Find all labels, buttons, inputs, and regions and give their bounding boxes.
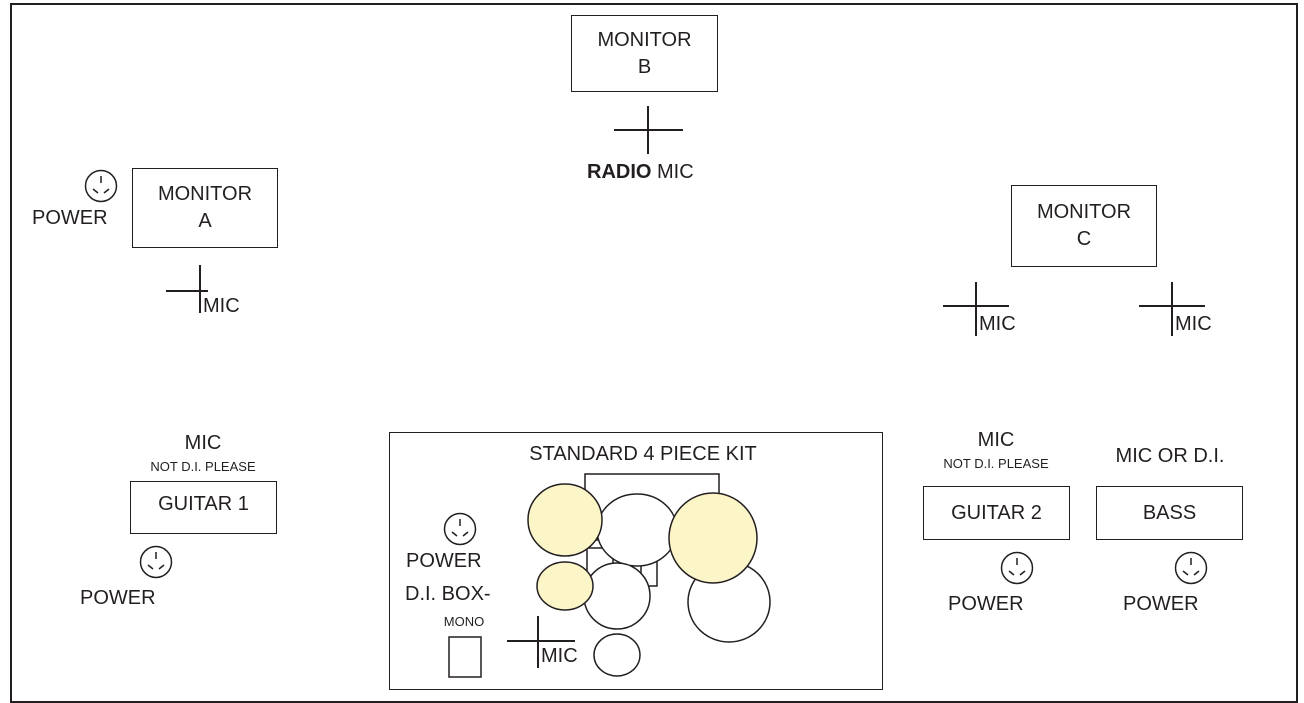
bass-note: MIC OR D.I. bbox=[1115, 445, 1225, 467]
monitor-b: MONITOR B bbox=[571, 15, 718, 92]
bass-label: BASS bbox=[1142, 501, 1197, 524]
mic-label: MIC bbox=[1175, 313, 1212, 335]
monitor-b-line1: MONITOR bbox=[597, 28, 692, 51]
power-socket-icon bbox=[1174, 551, 1208, 585]
monitor-a: MONITOR A bbox=[132, 168, 278, 248]
power-label: POWER bbox=[406, 550, 482, 572]
guitar1-label: GUITAR 1 bbox=[158, 493, 249, 515]
radio-mic-label: RADIO MIC bbox=[587, 161, 694, 184]
power-socket-icon bbox=[443, 512, 477, 546]
mic-label: MIC bbox=[203, 295, 240, 317]
monitor-b-line2: B bbox=[637, 55, 652, 78]
mic-label: MIC bbox=[979, 313, 1016, 335]
guitar1-amp: GUITAR 1 bbox=[130, 481, 277, 534]
monitor-c: MONITOR C bbox=[1011, 185, 1157, 267]
guitar2-mic-label: MIC bbox=[977, 429, 1015, 451]
drum-kit-title: STANDARD 4 PIECE KIT bbox=[529, 443, 757, 465]
power-socket-icon bbox=[1000, 551, 1034, 585]
guitar2-amp: GUITAR 2 bbox=[923, 486, 1070, 540]
guitar2-label: GUITAR 2 bbox=[951, 501, 1042, 524]
monitor-c-line2: C bbox=[1076, 228, 1092, 250]
radio-mic-bold: RADIO bbox=[587, 161, 652, 183]
drum-kit-graphic bbox=[448, 473, 771, 678]
power-socket-icon bbox=[84, 169, 118, 203]
monitor-a-line2: A bbox=[198, 210, 212, 232]
bass-amp: BASS bbox=[1096, 486, 1243, 540]
guitar1-note: NOT D.I. PLEASE bbox=[150, 459, 256, 474]
radio-mic-rest: MIC bbox=[651, 161, 694, 183]
power-label: POWER bbox=[948, 593, 1024, 615]
power-label: POWER bbox=[1123, 593, 1199, 615]
power-socket-icon bbox=[139, 545, 173, 579]
monitor-c-line1: MONITOR bbox=[1036, 201, 1132, 223]
di-mono-label: MONO bbox=[443, 614, 485, 629]
guitar2-note: NOT D.I. PLEASE bbox=[943, 456, 1049, 471]
guitar1-mic-label: MIC bbox=[184, 432, 222, 454]
power-label: POWER bbox=[80, 587, 156, 609]
monitor-a-line1: MONITOR bbox=[157, 183, 253, 205]
drum-kit-area bbox=[389, 432, 883, 690]
di-box-label: D.I. BOX- bbox=[405, 583, 491, 605]
mic-label: MIC bbox=[541, 645, 578, 667]
power-label: POWER bbox=[32, 207, 108, 229]
